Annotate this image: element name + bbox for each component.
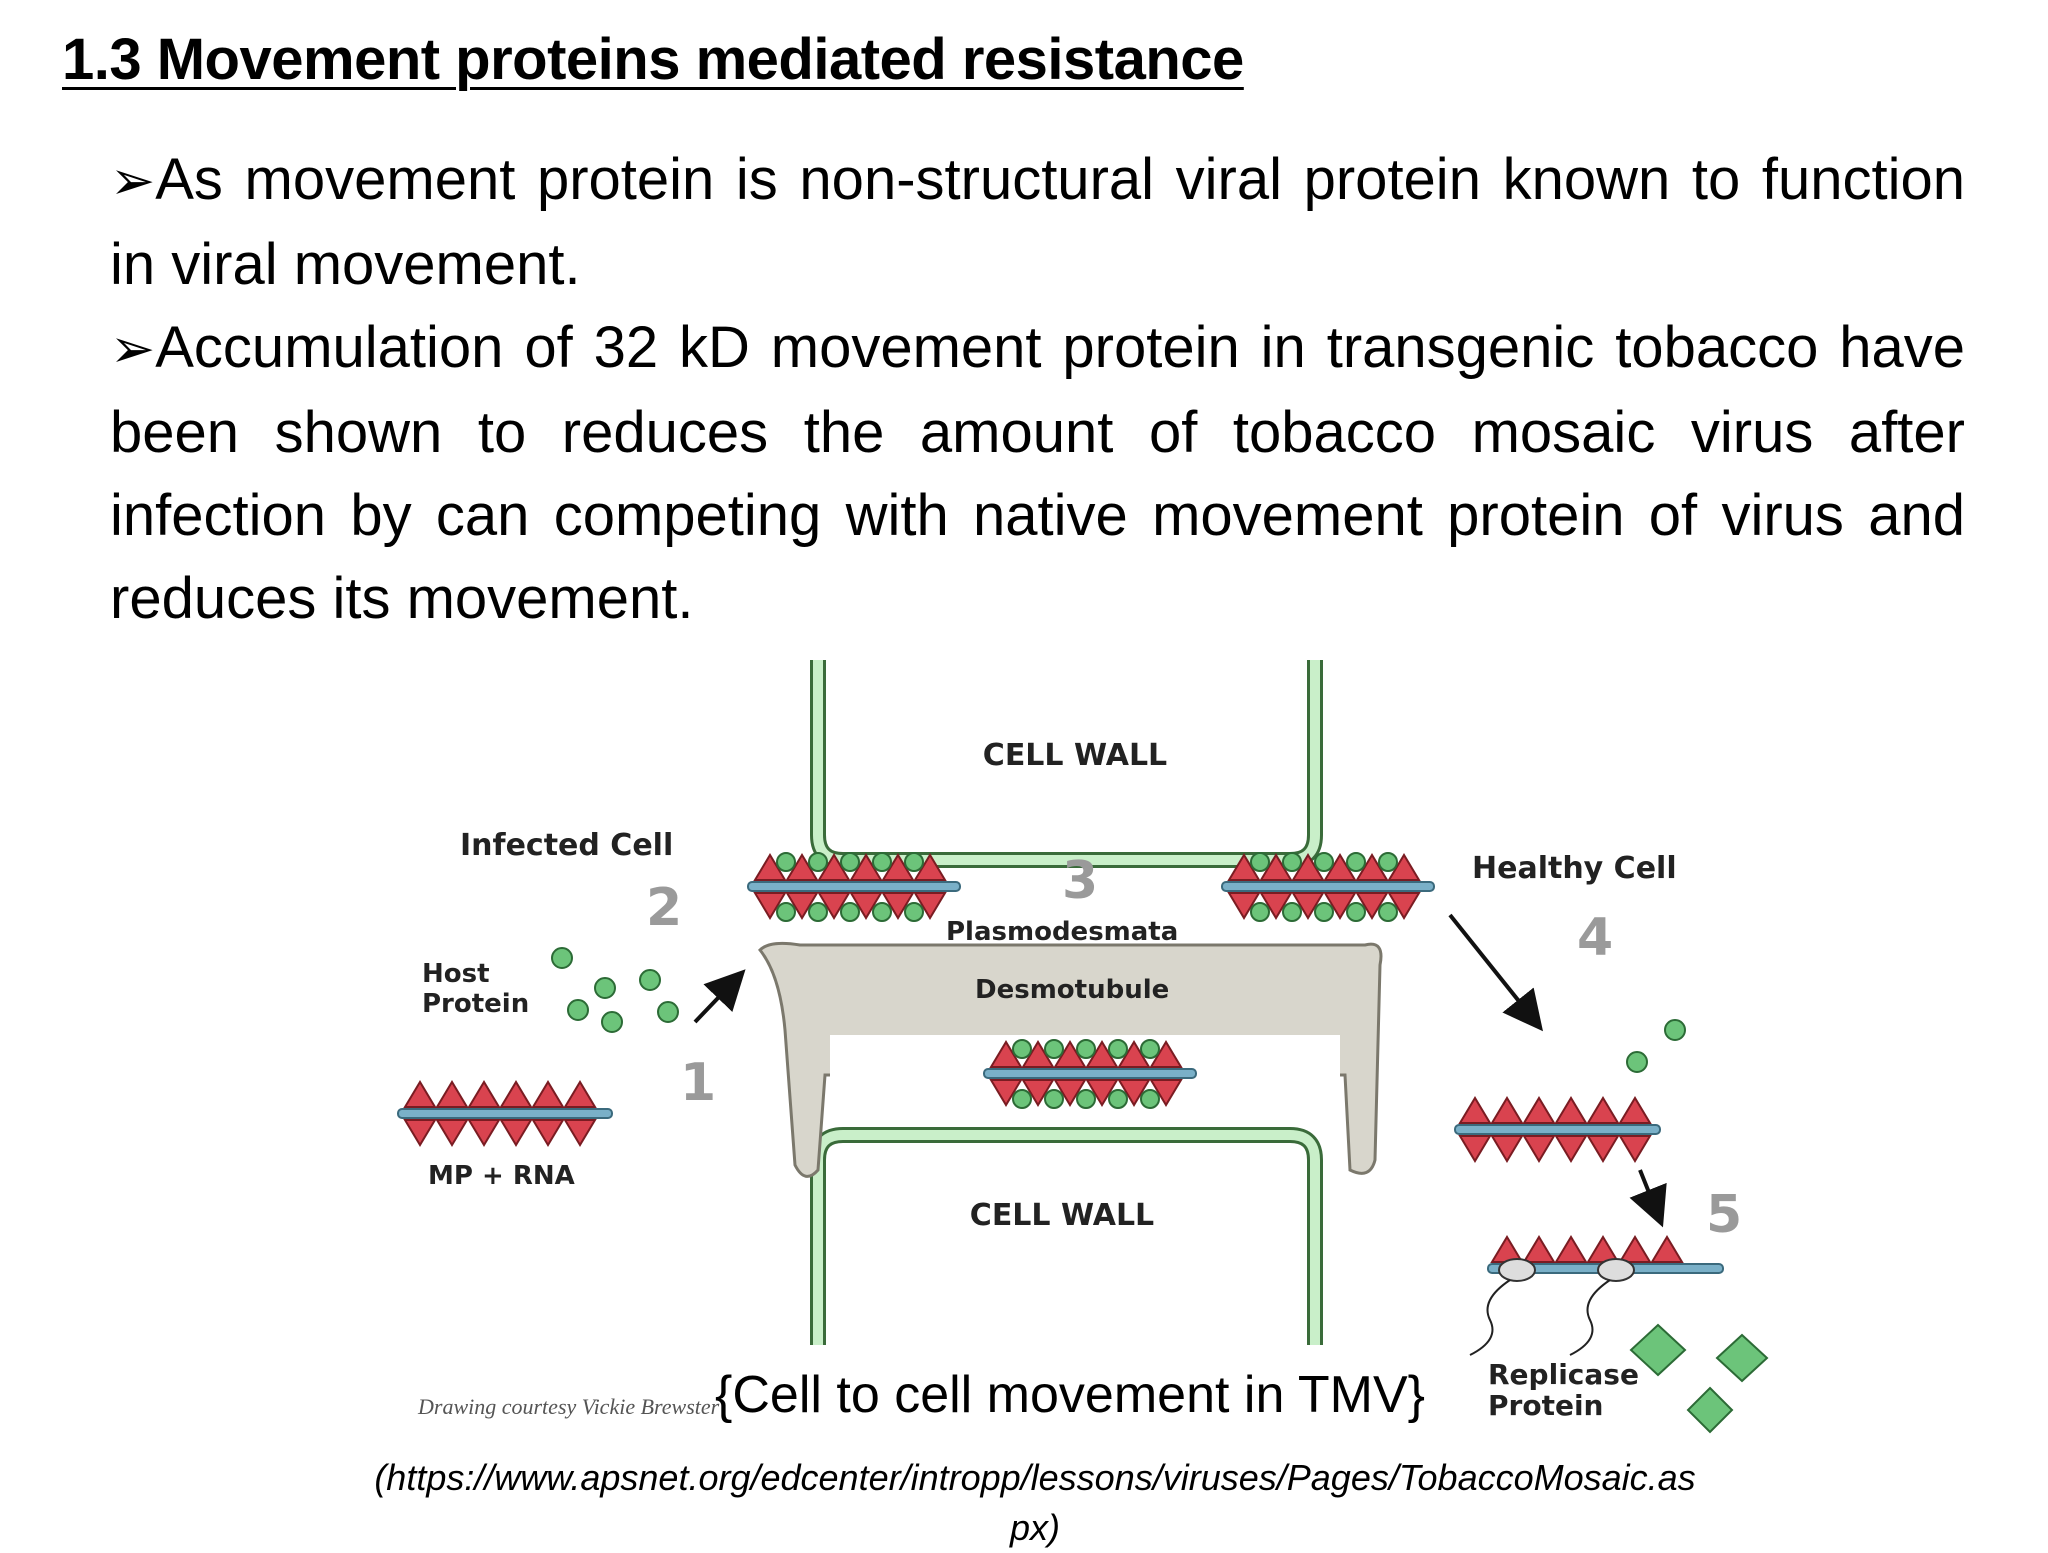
bullet-text: Accumulation of 32 kD movement protein i… (110, 315, 1965, 631)
drawing-credit: Drawing courtesy Vickie Brewster (417, 1394, 720, 1419)
replicase-protein-label: Replicase (1488, 1358, 1639, 1391)
mp-rna-label: MP + RNA (428, 1161, 575, 1191)
cell-wall-top-label: CELL WALL (983, 738, 1167, 773)
figure-caption: {Cell to cell movement in TMV} (715, 1366, 1425, 1424)
replicase-protein-diamonds (1629, 1323, 1769, 1434)
bullet-item: ➢As movement protein is non-structural v… (110, 138, 1965, 306)
arrow-step-5 (1629, 1169, 1667, 1228)
host-protein-label: Protein (422, 989, 529, 1019)
slide-title: 1.3 Movement proteins mediated resistanc… (62, 27, 1244, 92)
source-url: (https://www.apsnet.org/edcenter/intropp… (374, 1457, 1696, 1548)
step-number-5: 5 (1706, 1185, 1742, 1245)
arrow-step-4 (1448, 913, 1543, 1032)
replicating-complex (1469, 1235, 1724, 1356)
arrow-bullet-icon: ➢ (110, 151, 156, 211)
cell-wall-bottom-label: CELL WALL (970, 1198, 1154, 1233)
step-number-1: 1 (680, 1053, 716, 1113)
step-number-2: 2 (646, 878, 682, 938)
bullet-text: As movement protein is non-structural vi… (110, 147, 1965, 297)
mp-complex-desmotubule (983, 1039, 1197, 1109)
step-number-4: 4 (1577, 908, 1613, 968)
mp-complex-plasmodesmata-left (747, 852, 961, 922)
mp-rna-complex-healthy (1454, 1096, 1661, 1163)
plasmodesmata-label: Plasmodesmata (946, 917, 1178, 947)
desmotubule-label: Desmotubule (975, 975, 1169, 1005)
host-protein-label: Host (422, 959, 490, 989)
bullet-item: ➢Accumulation of 32 kD movement protein … (110, 306, 1965, 640)
healthy-cell-label: Healthy Cell (1472, 851, 1677, 886)
step-number-3: 3 (1062, 851, 1098, 911)
host-protein-dots (551, 947, 1686, 1073)
arrow-step-1 (693, 969, 746, 1024)
infected-cell-label: Infected Cell (460, 828, 673, 863)
mp-complex-plasmodesmata-right (1221, 852, 1435, 922)
replicase-protein-label: Protein (1488, 1389, 1603, 1422)
cell-wall-bottom (810, 1127, 1323, 1345)
arrow-bullet-icon: ➢ (110, 319, 156, 379)
mp-rna-complex-left (397, 1080, 613, 1147)
bullet-list: ➢As movement protein is non-structural v… (110, 138, 1965, 640)
